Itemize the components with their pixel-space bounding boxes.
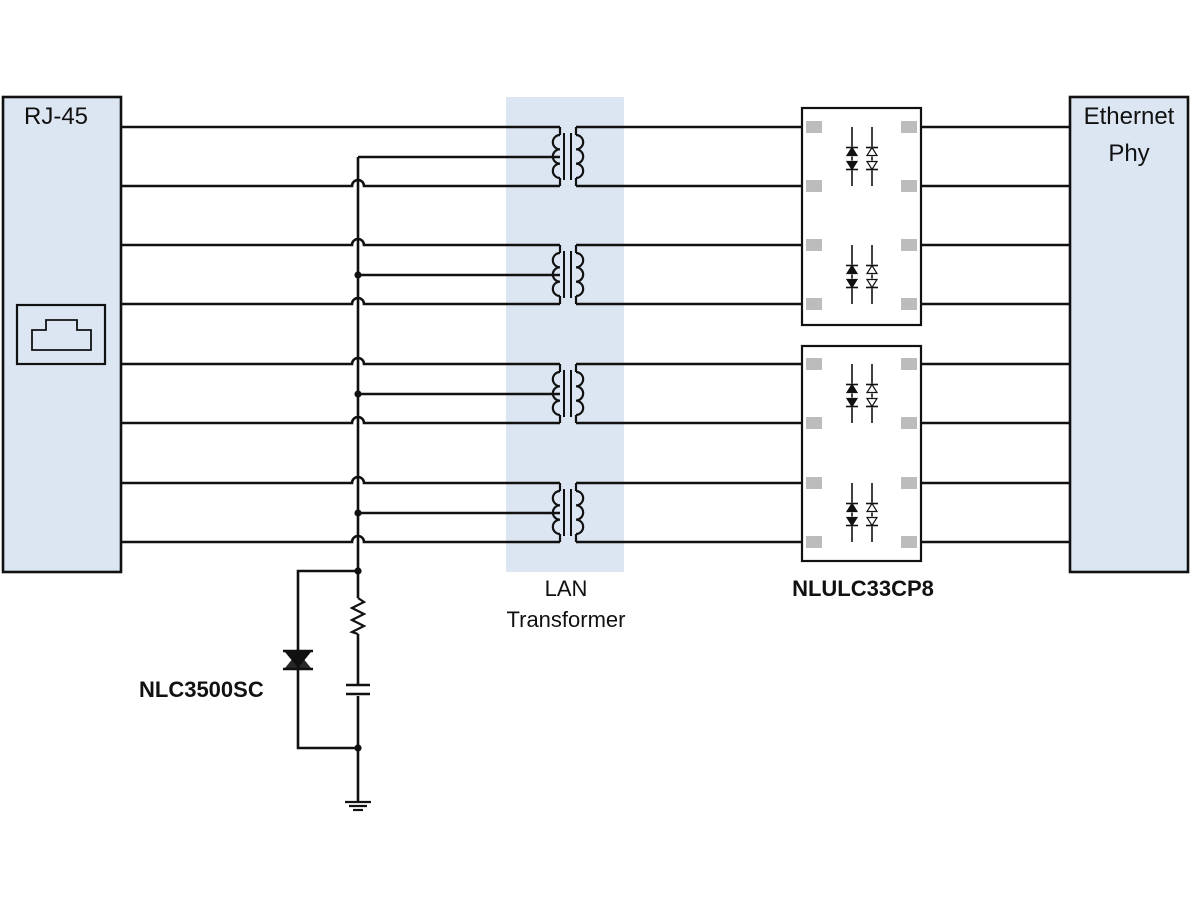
tvs-triangle-4 [865, 160, 879, 171]
esd-pad-2-2 [901, 417, 917, 429]
transformer-3-icon [358, 364, 585, 423]
junction-dot-3 [354, 509, 362, 517]
transformer-4-icon [358, 483, 585, 542]
secondary-winding [575, 251, 585, 298]
ethernet-phy-block [1068, 95, 1190, 574]
esd-channel-4 [806, 477, 917, 548]
tvs-diode-icon [845, 264, 879, 289]
transformer-2-icon [358, 245, 585, 304]
esd-package-outline [800, 344, 923, 563]
rj45-label: RJ-45 [24, 103, 88, 130]
signal-line-7-primary [121, 475, 560, 485]
esd-pad-2-1 [806, 298, 822, 310]
esd-pad-2-1 [806, 417, 822, 429]
tvs-triangle-2 [845, 160, 859, 171]
tvs-triangle-2 [845, 397, 859, 408]
esd-array-label: NLULC33CP8 [792, 576, 934, 601]
signal-line-5-primary [121, 356, 560, 366]
esd-array-group [800, 106, 923, 563]
tvs-diode-icon [845, 383, 879, 408]
esd-pad-2-2 [901, 180, 917, 192]
capacitor-icon [344, 683, 372, 696]
tvs-triangle-2 [845, 516, 859, 527]
secondary-winding [575, 370, 585, 417]
esd-pad-1-1 [806, 239, 822, 251]
esd-pad-1-2 [901, 239, 917, 251]
thyristor-triangle-up [285, 652, 311, 668]
tvs-diode-icon [845, 502, 879, 527]
esd-channel-3 [806, 358, 917, 429]
esd-channel-2 [806, 239, 917, 310]
esd-pad-1-1 [806, 121, 822, 133]
signal-line-4-primary [121, 296, 560, 306]
signal-line-6-primary [121, 415, 560, 425]
resistor-zigzag [349, 597, 367, 636]
tvs-triangle-1 [845, 146, 859, 157]
lan-transformer-label-line2: Transformer [507, 607, 626, 632]
resistor-icon [349, 597, 367, 636]
esd-pad-1-2 [901, 121, 917, 133]
esd-pad-1-2 [901, 358, 917, 370]
esd-pad-1-1 [806, 477, 822, 489]
esd-package-1 [800, 106, 923, 327]
signal-line-3-primary [121, 237, 560, 247]
lan-transformer-label-line1: LAN [545, 576, 588, 601]
secondary-winding [575, 133, 585, 180]
esd-pad-1-2 [901, 477, 917, 489]
ground-icon [345, 800, 371, 812]
esd-package-outline [800, 106, 923, 327]
rj45-port-icon [15, 303, 107, 366]
secondary-winding [575, 489, 585, 536]
ethernet-phy-label-line1: Ethernet [1084, 103, 1175, 130]
thyristor-branch [296, 569, 358, 750]
ethernet-phy-label-line2: Phy [1108, 140, 1149, 167]
junction-dot-1 [354, 271, 362, 279]
tvs-triangle-3 [865, 502, 879, 513]
common-mode-network [283, 157, 372, 812]
esd-pad-2-2 [901, 536, 917, 548]
tvs-triangle-1 [845, 264, 859, 275]
lan-transformer-group [358, 127, 585, 542]
esd-package-2 [800, 344, 923, 563]
surge-protector-label: NLC3500SC [139, 677, 264, 702]
tvs-triangle-1 [845, 502, 859, 513]
tvs-triangle-1 [845, 383, 859, 394]
tvs-triangle-3 [865, 383, 879, 394]
tvs-triangle-3 [865, 146, 879, 157]
tvs-triangle-3 [865, 264, 879, 275]
signal-line-2-primary [121, 178, 560, 188]
signal-line-8-primary [121, 534, 560, 544]
tvs-triangle-2 [845, 278, 859, 289]
esd-pad-2-1 [806, 180, 822, 192]
esd-pad-2-2 [901, 298, 917, 310]
esd-channel-1 [806, 121, 917, 192]
thyristor-icon [283, 649, 313, 671]
transformer-1-icon [358, 127, 585, 186]
tvs-triangle-4 [865, 278, 879, 289]
esd-pad-1-1 [806, 358, 822, 370]
tvs-triangle-4 [865, 397, 879, 408]
junction-dot-2 [354, 390, 362, 398]
esd-pad-2-1 [806, 536, 822, 548]
tvs-diode-icon [845, 146, 879, 171]
tvs-triangle-4 [865, 516, 879, 527]
